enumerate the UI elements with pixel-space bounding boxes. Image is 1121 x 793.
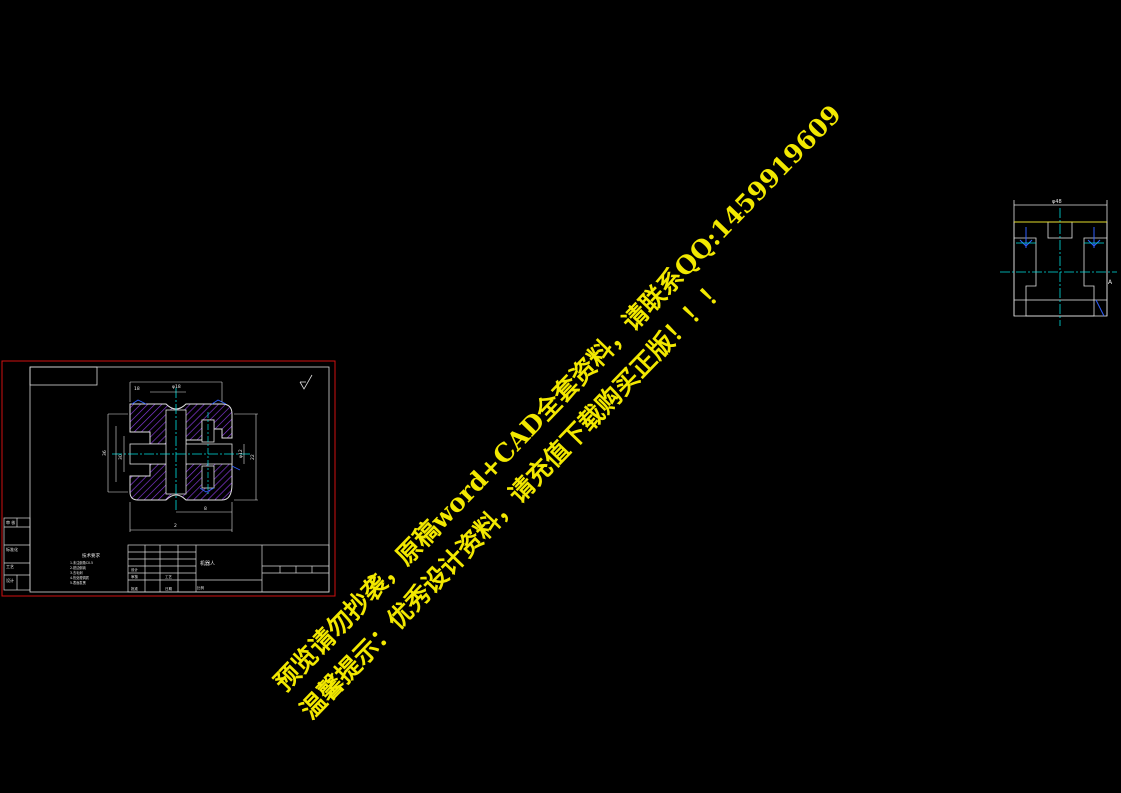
svg-text:工艺: 工艺 bbox=[165, 574, 172, 579]
svg-text:设计: 设计 bbox=[131, 567, 138, 572]
svg-text:φ12: φ12 bbox=[238, 449, 244, 458]
svg-text:审核: 审核 bbox=[131, 574, 138, 579]
sheet-border bbox=[1, 360, 336, 597]
svg-text:3.去毛刺: 3.去毛刺 bbox=[70, 570, 83, 575]
section-view: φ18 18 36 30 φ12 22 2 8 bbox=[102, 381, 258, 532]
side-label: A bbox=[1108, 279, 1113, 286]
tech-notes: 技术要求 1.未注倒角C0.5 2.锐边倒钝 3.去毛刺 4.热处理调质 5.表… bbox=[70, 552, 100, 585]
left-strip bbox=[3, 517, 31, 591]
dim-top: φ18 bbox=[172, 384, 181, 390]
side-top-dimension: φ48 bbox=[1052, 199, 1062, 205]
corner-box bbox=[29, 366, 98, 386]
side-view: φ48 A bbox=[1000, 199, 1117, 326]
svg-text:30: 30 bbox=[118, 454, 124, 460]
svg-text:日期: 日期 bbox=[165, 586, 172, 591]
svg-text:审 核: 审 核 bbox=[6, 519, 15, 525]
svg-text:比例: 比例 bbox=[197, 585, 204, 590]
svg-text:4.热处理调质: 4.热处理调质 bbox=[70, 575, 90, 580]
svg-text:18: 18 bbox=[134, 386, 140, 392]
svg-text:22: 22 bbox=[250, 454, 256, 460]
svg-text:8: 8 bbox=[204, 506, 207, 512]
svg-text:设计: 设计 bbox=[6, 577, 14, 583]
svg-text:2.锐边倒钝: 2.锐边倒钝 bbox=[70, 565, 87, 570]
svg-text:1.未注倒角C0.5: 1.未注倒角C0.5 bbox=[70, 560, 93, 565]
svg-text:标准化: 标准化 bbox=[6, 546, 18, 552]
svg-text:36: 36 bbox=[102, 450, 108, 456]
drawing-sheet: 审 核 标准化 工艺 设计 bbox=[1, 360, 336, 597]
part-name: 机器人 bbox=[200, 560, 215, 567]
svg-text:批准: 批准 bbox=[131, 586, 138, 591]
svg-text:工艺: 工艺 bbox=[6, 564, 14, 569]
title-block bbox=[127, 544, 330, 593]
svg-text:2: 2 bbox=[174, 523, 177, 529]
svg-text:5.表面发黑: 5.表面发黑 bbox=[70, 580, 87, 585]
roughness-symbol bbox=[299, 374, 313, 390]
svg-text:技术要求: 技术要求 bbox=[82, 552, 100, 559]
